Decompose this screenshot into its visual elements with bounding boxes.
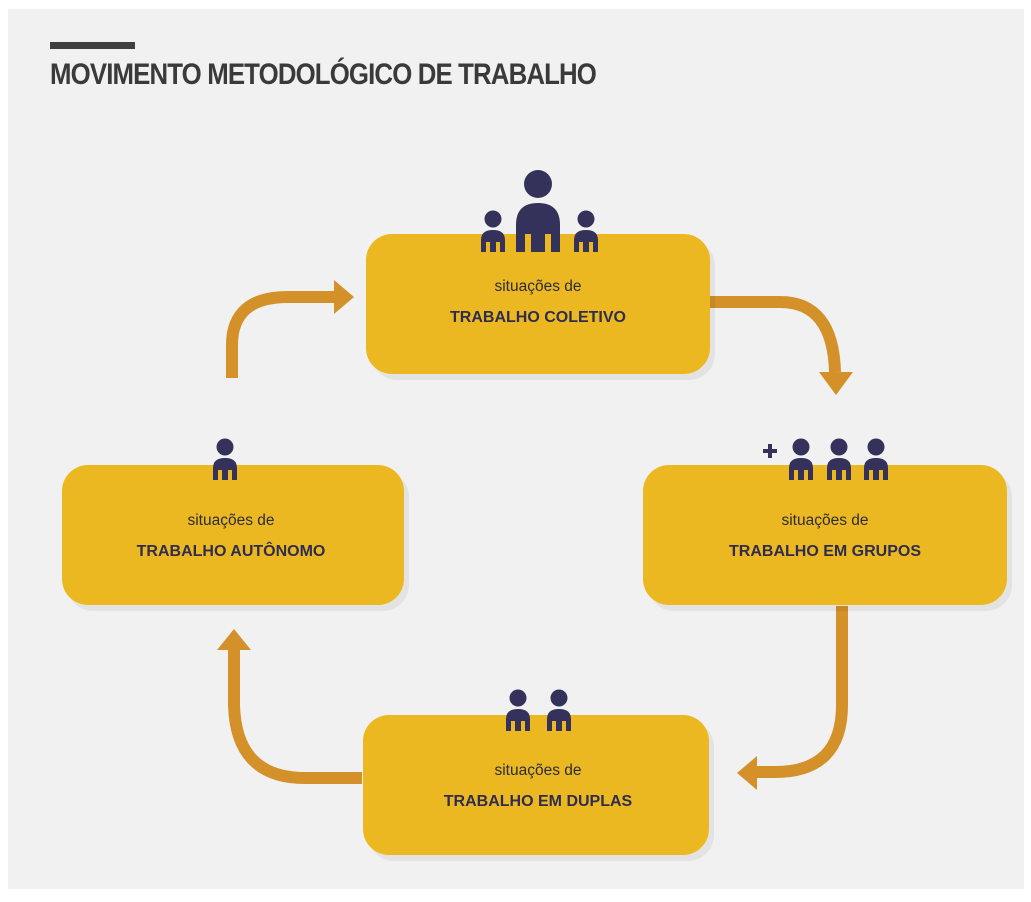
- arrow-coletivo-to-grupos: [710, 296, 841, 373]
- box-trabalho-em-grupos: situações de TRABALHO EM GRUPOS: [643, 465, 1007, 605]
- box-autonomo-label: TRABALHO AUTÔNOMO: [137, 541, 326, 560]
- box-coletivo-label: TRABALHO COLETIVO: [450, 309, 626, 326]
- box-duplas-label: TRABALHO EM DUPLAS: [444, 793, 633, 810]
- box-grupos-subtitle: situações de: [781, 512, 868, 529]
- arrow-autonomo-to-coletivo: [226, 291, 336, 378]
- cycle-arrows: [226, 291, 848, 784]
- box-duplas-subtitle: situações de: [494, 762, 581, 779]
- title-accent-bar: [50, 42, 135, 49]
- arrow-grupos-to-duplas: [755, 606, 848, 778]
- box-coletivo-subtitle: situações de: [494, 278, 581, 295]
- arrow-duplas-to-autonomo: [228, 650, 362, 784]
- page-title: MOVIMENTO METODOLÓGICO DE TRABALHO: [50, 58, 597, 91]
- arrowhead-up-icon: [217, 629, 251, 650]
- arrowhead-left-icon: [737, 756, 757, 790]
- box-grupos-label: TRABALHO EM GRUPOS: [729, 543, 921, 560]
- box-trabalho-em-duplas: situações de TRABALHO EM DUPLAS: [363, 715, 709, 855]
- box-trabalho-coletivo: situações de TRABALHO COLETIVO: [366, 234, 710, 374]
- arrowhead-down-icon: [819, 372, 853, 395]
- plus-three-people-icon: [763, 438, 888, 480]
- box-trabalho-autonomo: situações de TRABALHO AUTÔNOMO: [62, 465, 404, 605]
- single-person-icon: [213, 438, 237, 480]
- box-autonomo-subtitle: situações de: [187, 512, 274, 529]
- arrowhead-right-icon: [334, 280, 354, 314]
- group-of-three-people-icon: [481, 170, 598, 252]
